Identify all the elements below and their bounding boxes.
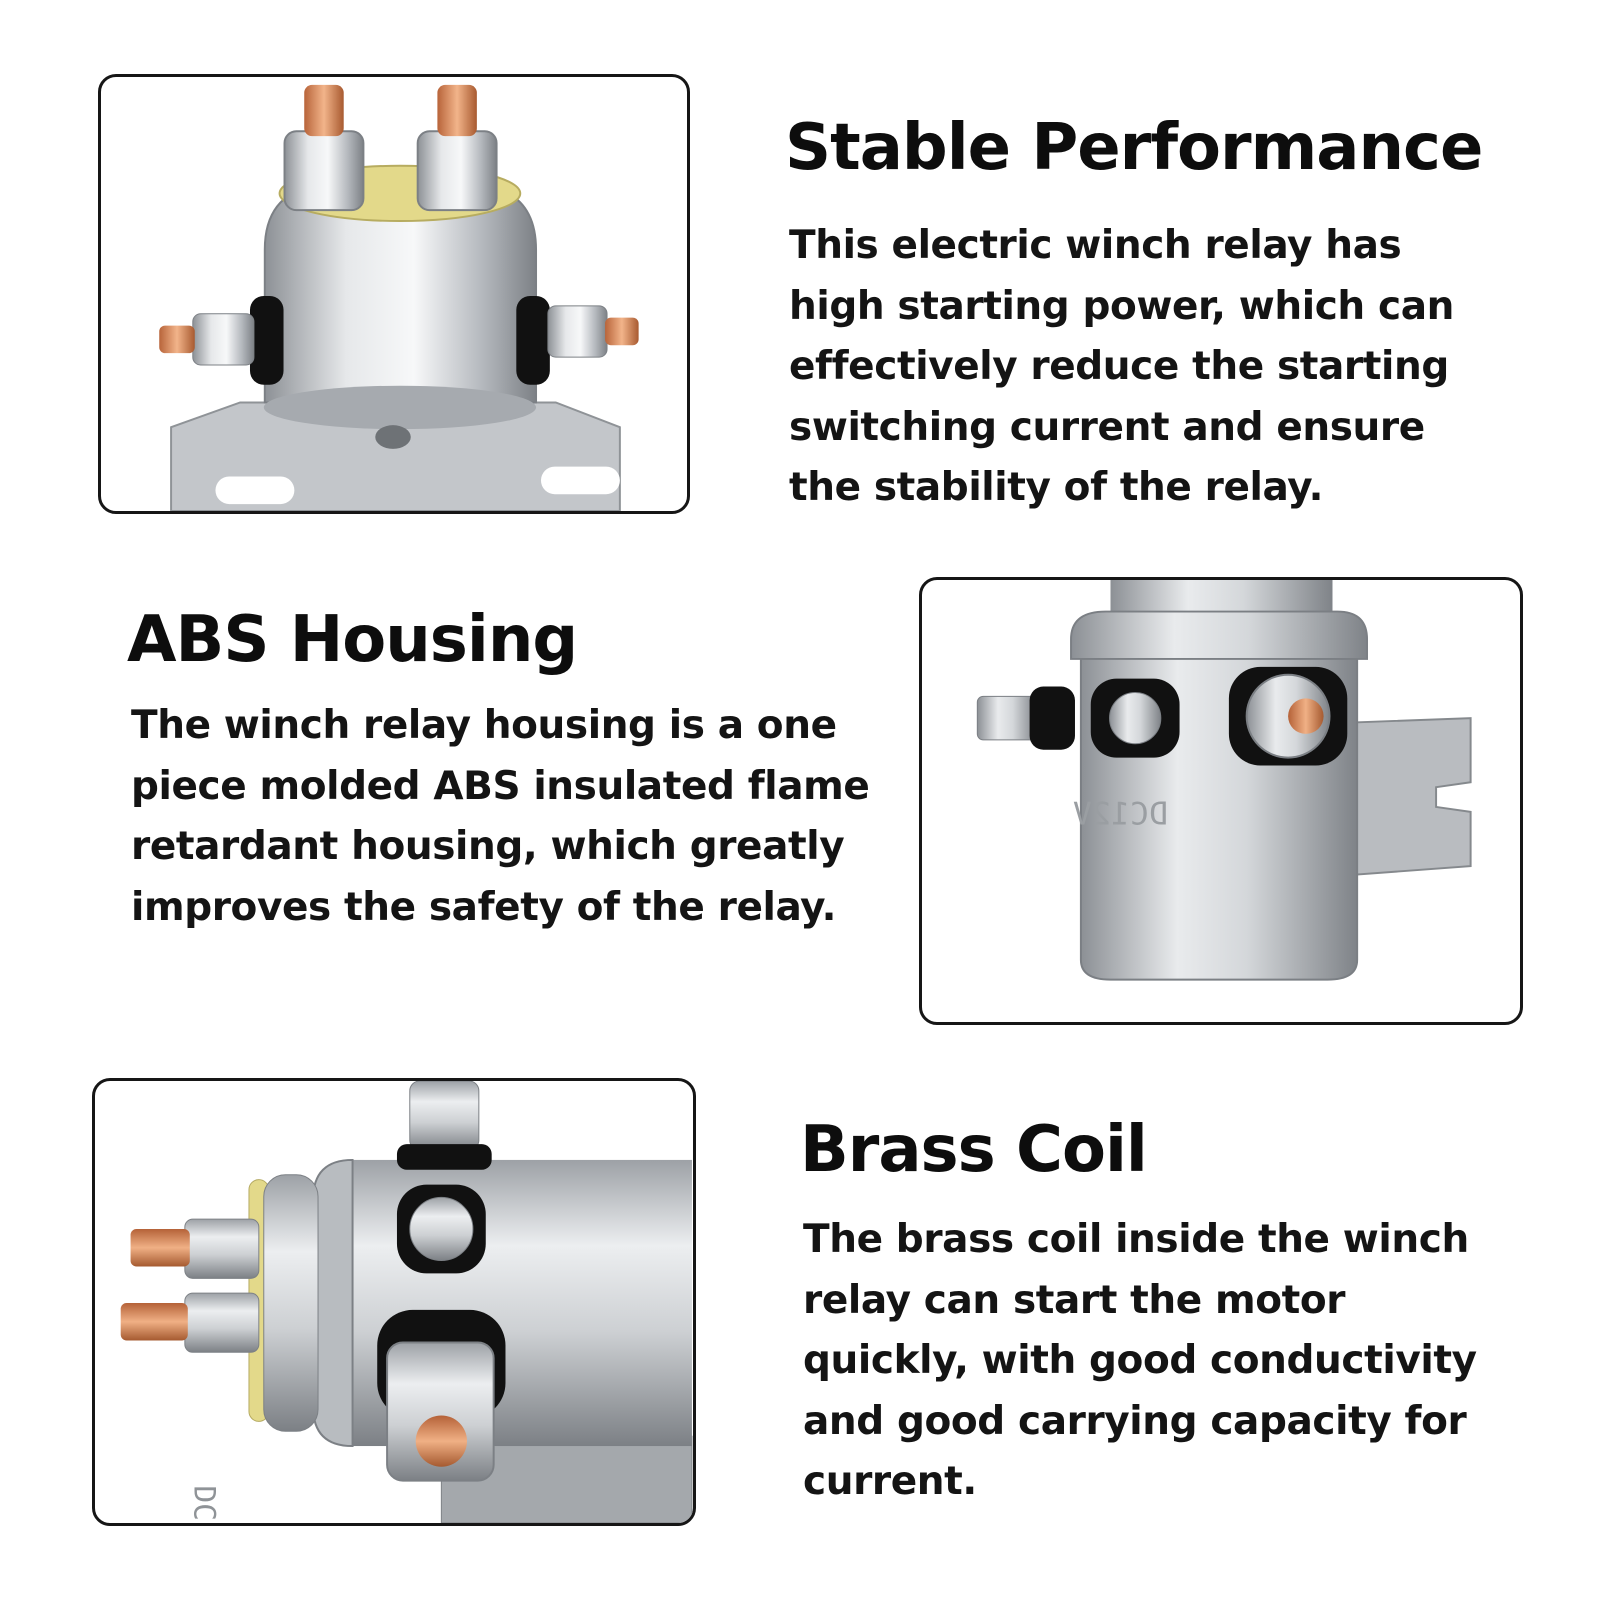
section-title-brass-coil: Brass Coil (800, 1113, 1148, 1187)
product-photo-top-view (98, 74, 690, 514)
section-title-abs-housing: ABS Housing (127, 603, 578, 677)
relay-top-view-illustration (159, 84, 639, 511)
relay-angle-view-illustration: DC12V (120, 1081, 693, 1523)
relay-marking-text-angled: DC12V (188, 1485, 222, 1523)
relay-side-view-illustration: DC12V (976, 580, 1472, 981)
product-photo-side-view: DC12V (919, 577, 1523, 1025)
section-description-abs-housing: The winch relay housing is a one piece m… (131, 703, 870, 930)
relay-marking-text: DC12V (1073, 797, 1168, 833)
section-title-stable-performance: Stable Performance (785, 111, 1483, 185)
section-description-stable-performance: This electric winch relay has high start… (789, 223, 1454, 510)
section-description-brass-coil: The brass coil inside the winch relay ca… (803, 1217, 1477, 1504)
product-photo-angle-view: DC12V (92, 1078, 696, 1526)
